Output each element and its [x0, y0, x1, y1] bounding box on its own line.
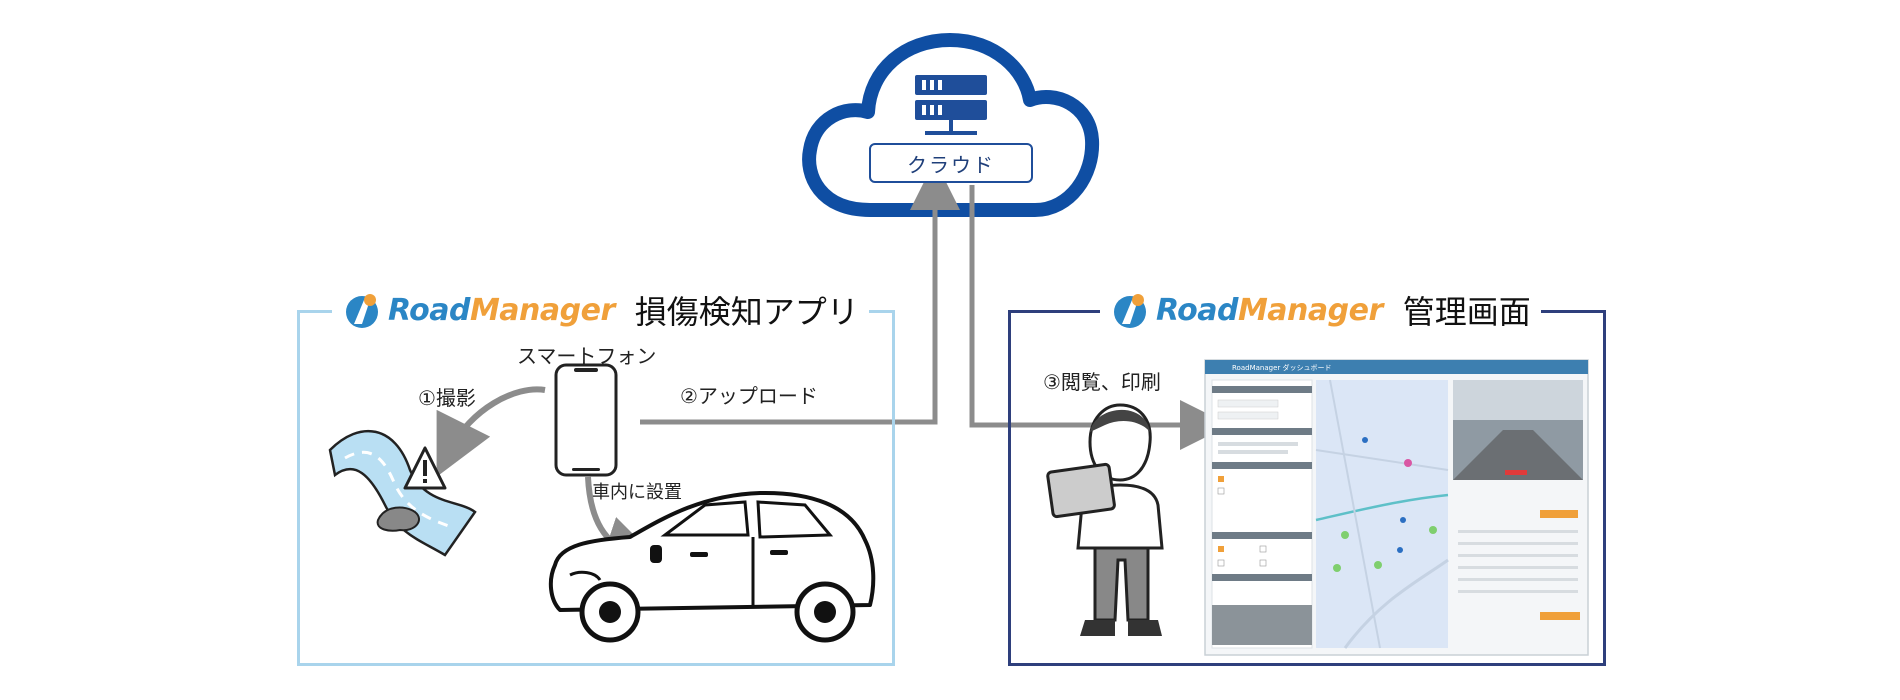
roadmanager-logo-text: RoadManager [388, 292, 615, 328]
server-icon [915, 75, 987, 135]
road-damage-icon [328, 429, 477, 557]
step-upload-label: ②アップロード [680, 384, 818, 408]
dashboard-title: RoadManager ダッシュボード [1232, 363, 1331, 372]
car-icon [548, 490, 876, 643]
roadmanager-logo-icon [1114, 294, 1146, 328]
management-screen-title: 管理画面 [1402, 293, 1531, 331]
management-screen-header: RoadManager 管理画面 [1100, 282, 1541, 338]
dashboard-header [1205, 360, 1588, 374]
cloud-label: クラウド [869, 143, 1033, 183]
step-view-print-label: ③閲覧、印刷 [1043, 370, 1161, 394]
detection-app-title: 損傷検知アプリ [634, 293, 859, 331]
upload-arrow [640, 160, 960, 425]
person-icon [1046, 403, 1164, 636]
smartphone-icon [554, 363, 618, 477]
step-capture-label: ①撮影 [418, 386, 476, 410]
dashboard-screenshot: RoadManager ダッシュボード [1204, 359, 1589, 656]
capture-arrow [436, 386, 546, 477]
smartphone-label: スマートフォン [517, 344, 657, 368]
management-screen-frame [1008, 310, 1606, 666]
detection-app-header: RoadManager 損傷検知アプリ [332, 282, 869, 338]
install-label: 車内に設置 [592, 482, 682, 503]
roadmanager-logo-icon [346, 294, 378, 328]
roadmanager-logo-text: RoadManager [1156, 292, 1383, 328]
